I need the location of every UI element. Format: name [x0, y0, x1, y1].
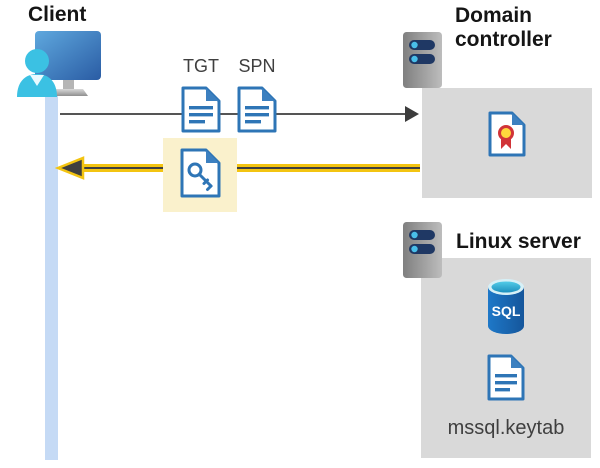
response-arrowhead: [55, 156, 85, 180]
tgt-document-icon: [181, 86, 221, 133]
response-arrow-line: [72, 164, 420, 172]
domain-controller-server-icon: [403, 32, 442, 88]
sql-database-icon: SQL: [488, 279, 524, 334]
sql-badge-label: SQL: [492, 303, 521, 319]
monitor-user-icon: [17, 31, 101, 97]
key-document-icon: [180, 148, 221, 198]
keytab-document-icon: [487, 354, 525, 401]
spn-document-icon: [237, 86, 277, 133]
tgt-label: TGT: [183, 56, 219, 76]
spn-label: SPN: [238, 56, 276, 76]
domain-controller-label: Domain controller: [455, 4, 552, 51]
client-label: Client: [28, 3, 87, 26]
linux-server-label: Linux server: [456, 230, 581, 253]
keytab-label: mssql.keytab: [447, 417, 565, 439]
request-arrow-line: [60, 113, 407, 115]
linux-server-server-icon: [403, 222, 442, 278]
certificate-document-icon: [488, 111, 526, 157]
client-lifeline: [45, 92, 58, 460]
request-arrowhead: [405, 106, 419, 122]
